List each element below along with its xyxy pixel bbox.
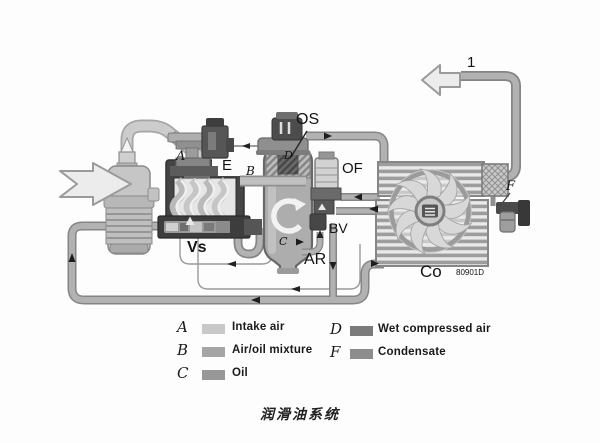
label-oil: C	[279, 235, 288, 248]
swirl-arrow-icon	[271, 198, 306, 234]
label-receiver: AR	[304, 251, 327, 268]
legend-label: Wet compressed air	[378, 323, 491, 335]
label-drawing-number: 80901D	[456, 268, 485, 277]
screw-rotors	[169, 177, 230, 222]
legend-swatch	[202, 370, 225, 380]
oil-filter	[310, 151, 342, 201]
legend-swatch	[350, 349, 373, 359]
legend-swatch	[202, 324, 225, 334]
vs-u-pipe	[233, 228, 265, 259]
outlet-arrow-icon	[421, 64, 461, 96]
oil-return-pipe	[67, 221, 384, 305]
legend-label: Air/oil mixture	[232, 344, 313, 356]
legend-key: B	[177, 341, 189, 359]
oil-cooler-pipes	[336, 193, 380, 215]
aftercooler-core	[481, 163, 509, 197]
intake-air-arrow-icon	[59, 162, 132, 206]
label-mixture-pipe: B	[246, 164, 255, 178]
wet-air-pipe	[306, 131, 389, 164]
legend-swatch	[350, 326, 373, 336]
legend-swatch	[202, 347, 225, 357]
oil-stop-valve-block	[157, 215, 262, 239]
legend-key: D	[330, 320, 343, 338]
label-element: E	[222, 157, 233, 174]
label-intake-valve: A	[176, 149, 186, 164]
intake-valve	[167, 132, 218, 176]
label-cooler: Co	[420, 262, 442, 281]
flow-arrows	[68, 132, 379, 304]
label-oil-stop-valve: Vs	[187, 239, 207, 256]
legend-key: C	[177, 364, 189, 382]
legend-label: Condensate	[378, 346, 446, 358]
label-oil-separator: OS	[296, 111, 320, 128]
bypass-valve	[302, 199, 335, 256]
legend-key: F	[330, 343, 341, 361]
cooler	[375, 161, 509, 267]
label-condensate-drain: F	[506, 179, 516, 194]
fan-icon	[382, 163, 477, 258]
os-leader-line	[290, 130, 308, 158]
figure-caption: 润滑油系统	[260, 407, 340, 423]
legend-label: Oil	[232, 367, 248, 379]
label-outlet: 1	[467, 54, 476, 71]
legend-key: A	[177, 318, 188, 336]
condensate-trap	[496, 192, 530, 233]
label-oil-filter: OF	[342, 160, 363, 177]
unloader-valve	[201, 118, 234, 159]
label-bypass-valve: BV	[329, 220, 348, 236]
label-wet-air: D	[284, 149, 293, 162]
legend-label: Intake air	[232, 321, 285, 333]
